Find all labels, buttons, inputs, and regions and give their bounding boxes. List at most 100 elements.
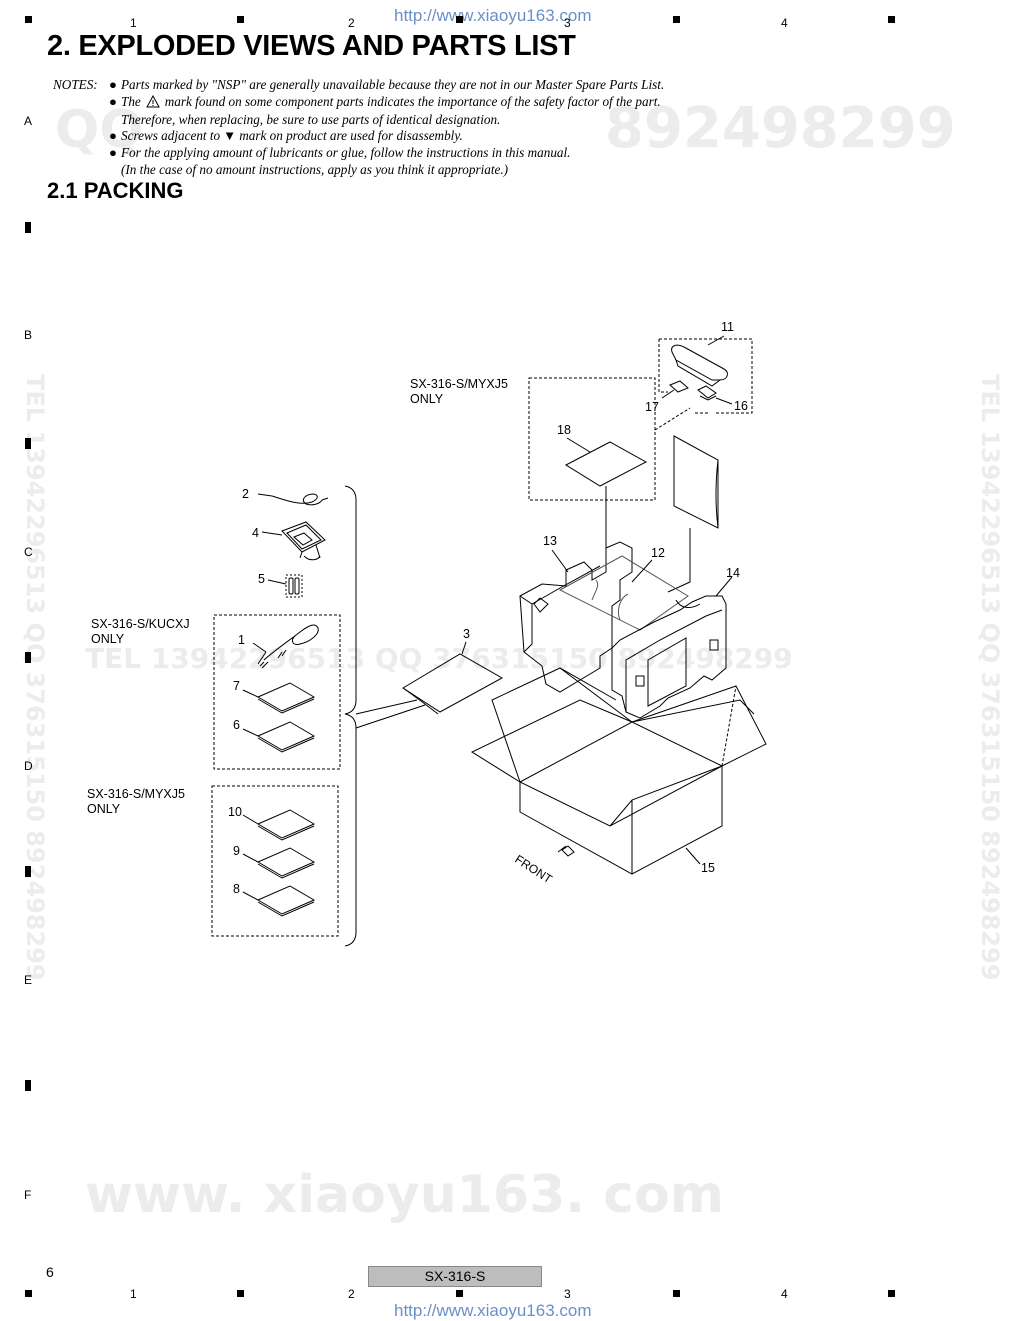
callout-4: 4 <box>252 526 259 540</box>
note-lubricant: For the applying amount of lubricants or… <box>121 145 571 161</box>
myxj5-group-box <box>211 785 339 937</box>
column-number-4: 4 <box>781 16 788 30</box>
row-letter-c: C <box>24 545 33 559</box>
part-18-sheet <box>564 437 648 560</box>
kucxj-group-box <box>213 614 341 770</box>
row-mark <box>25 438 31 449</box>
callout-3: 3 <box>463 627 470 641</box>
part-4-loop-antenna <box>261 521 326 561</box>
section-title: 2.1 PACKING <box>47 178 184 203</box>
part-8-sheet <box>242 885 316 917</box>
column-mark <box>456 16 463 23</box>
part-7-sheet <box>242 682 316 714</box>
notes-label: NOTES: <box>53 77 98 92</box>
part-13-foam-left <box>519 541 633 693</box>
callout-5: 5 <box>258 572 265 586</box>
row-letter-b: B <box>24 328 33 342</box>
bullet-icon: ● <box>109 93 117 109</box>
row-mark <box>25 1080 31 1091</box>
corner-mark <box>25 16 32 23</box>
callout-16: 16 <box>734 399 748 413</box>
model-label: SX-316-S <box>368 1266 542 1287</box>
callout-11: 11 <box>721 320 734 334</box>
bullet-icon: ● <box>109 128 117 144</box>
callout-14: 14 <box>726 566 740 580</box>
column-number-2: 2 <box>348 1287 355 1301</box>
footer-url[interactable]: http://www.xiaoyu163.com <box>394 1301 592 1320</box>
column-number-1: 1 <box>130 1287 137 1301</box>
watermark-tel-mid: TEL 13942296513 QQ 376315150 892498299 <box>85 642 793 675</box>
part-6-sheet <box>242 721 316 753</box>
header-url[interactable]: http://www.xiaoyu163.com <box>394 6 592 25</box>
part-3-bag <box>402 641 504 715</box>
callout-2: 2 <box>242 487 249 501</box>
page-number: 6 <box>46 1264 54 1280</box>
callout-18: 18 <box>557 423 571 437</box>
note-safety-start: The <box>121 93 141 109</box>
part-10-sheet <box>242 809 316 841</box>
corner-mark <box>888 1290 895 1297</box>
watermark-bottom: www. xiaoyu163. com <box>85 1165 724 1225</box>
column-number-2: 2 <box>348 16 355 30</box>
watermark-qq-right: 892498299 <box>605 96 956 161</box>
row-letter-e: E <box>24 973 33 987</box>
watermark-qq-left: QQ <box>55 100 144 160</box>
callout-9: 9 <box>233 844 240 858</box>
note-safety-cont: Therefore, when replacing, be sure to us… <box>121 111 501 127</box>
down-triangle-icon: ▼ <box>223 128 237 144</box>
leader-line <box>355 699 418 715</box>
top-variant-box <box>528 377 656 501</box>
part-17-small-sheet <box>661 380 689 399</box>
column-mark <box>237 1290 244 1297</box>
part-14-foam-right <box>611 576 733 719</box>
column-number-1: 1 <box>130 16 137 30</box>
column-mark <box>673 16 680 23</box>
note-safety-end: mark found on some component parts indic… <box>164 93 661 109</box>
part-16-batteries <box>697 385 733 405</box>
part-11-remote <box>671 335 728 387</box>
row-letter-d: D <box>24 759 33 773</box>
part-9-sheet <box>242 847 316 879</box>
callout-12: 12 <box>651 546 665 560</box>
column-mark <box>237 16 244 23</box>
callout-1: 1 <box>238 633 245 647</box>
callout-8: 8 <box>233 882 240 896</box>
warning-triangle-icon <box>141 94 165 112</box>
column-mark <box>456 1290 463 1297</box>
part-12-inner-space <box>558 555 689 631</box>
manual-bag <box>667 435 719 593</box>
column-mark <box>673 1290 680 1297</box>
note-nsp: Parts marked by "NSP" are generally unav… <box>121 77 665 92</box>
callout-7: 7 <box>233 679 240 693</box>
note-screws-end: mark on product are used for disassembly… <box>239 128 463 144</box>
notes-block: NOTES: ● Parts marked by "NSP" are gener… <box>53 77 664 179</box>
callout-17: 17 <box>645 400 659 414</box>
note-screws-start: Screws adjacent to <box>121 128 221 144</box>
column-number-3: 3 <box>564 1287 571 1301</box>
callout-6: 6 <box>233 718 240 732</box>
group-brace <box>344 485 357 947</box>
note-lubricant-cont: (In the case of no amount instructions, … <box>121 161 509 177</box>
row-mark <box>25 652 31 663</box>
row-letter-f: F <box>24 1188 32 1202</box>
corner-mark <box>888 16 895 23</box>
part-2-cord <box>257 493 329 506</box>
callout-15: 15 <box>701 861 715 875</box>
bullet-icon: ● <box>109 77 117 92</box>
row-mark <box>25 866 31 877</box>
bullet-icon: ● <box>109 145 117 161</box>
part-5-batteries <box>267 574 303 598</box>
column-number-3: 3 <box>564 16 571 30</box>
part-15-carton <box>470 667 767 875</box>
callout-10: 10 <box>228 805 242 819</box>
page-title: 2. EXPLODED VIEWS AND PARTS LIST <box>47 30 576 62</box>
row-mark <box>25 222 31 233</box>
row-letter-a: A <box>24 114 33 128</box>
part-1-power-cord <box>252 624 319 669</box>
corner-mark <box>25 1290 32 1297</box>
column-number-4: 4 <box>781 1287 788 1301</box>
